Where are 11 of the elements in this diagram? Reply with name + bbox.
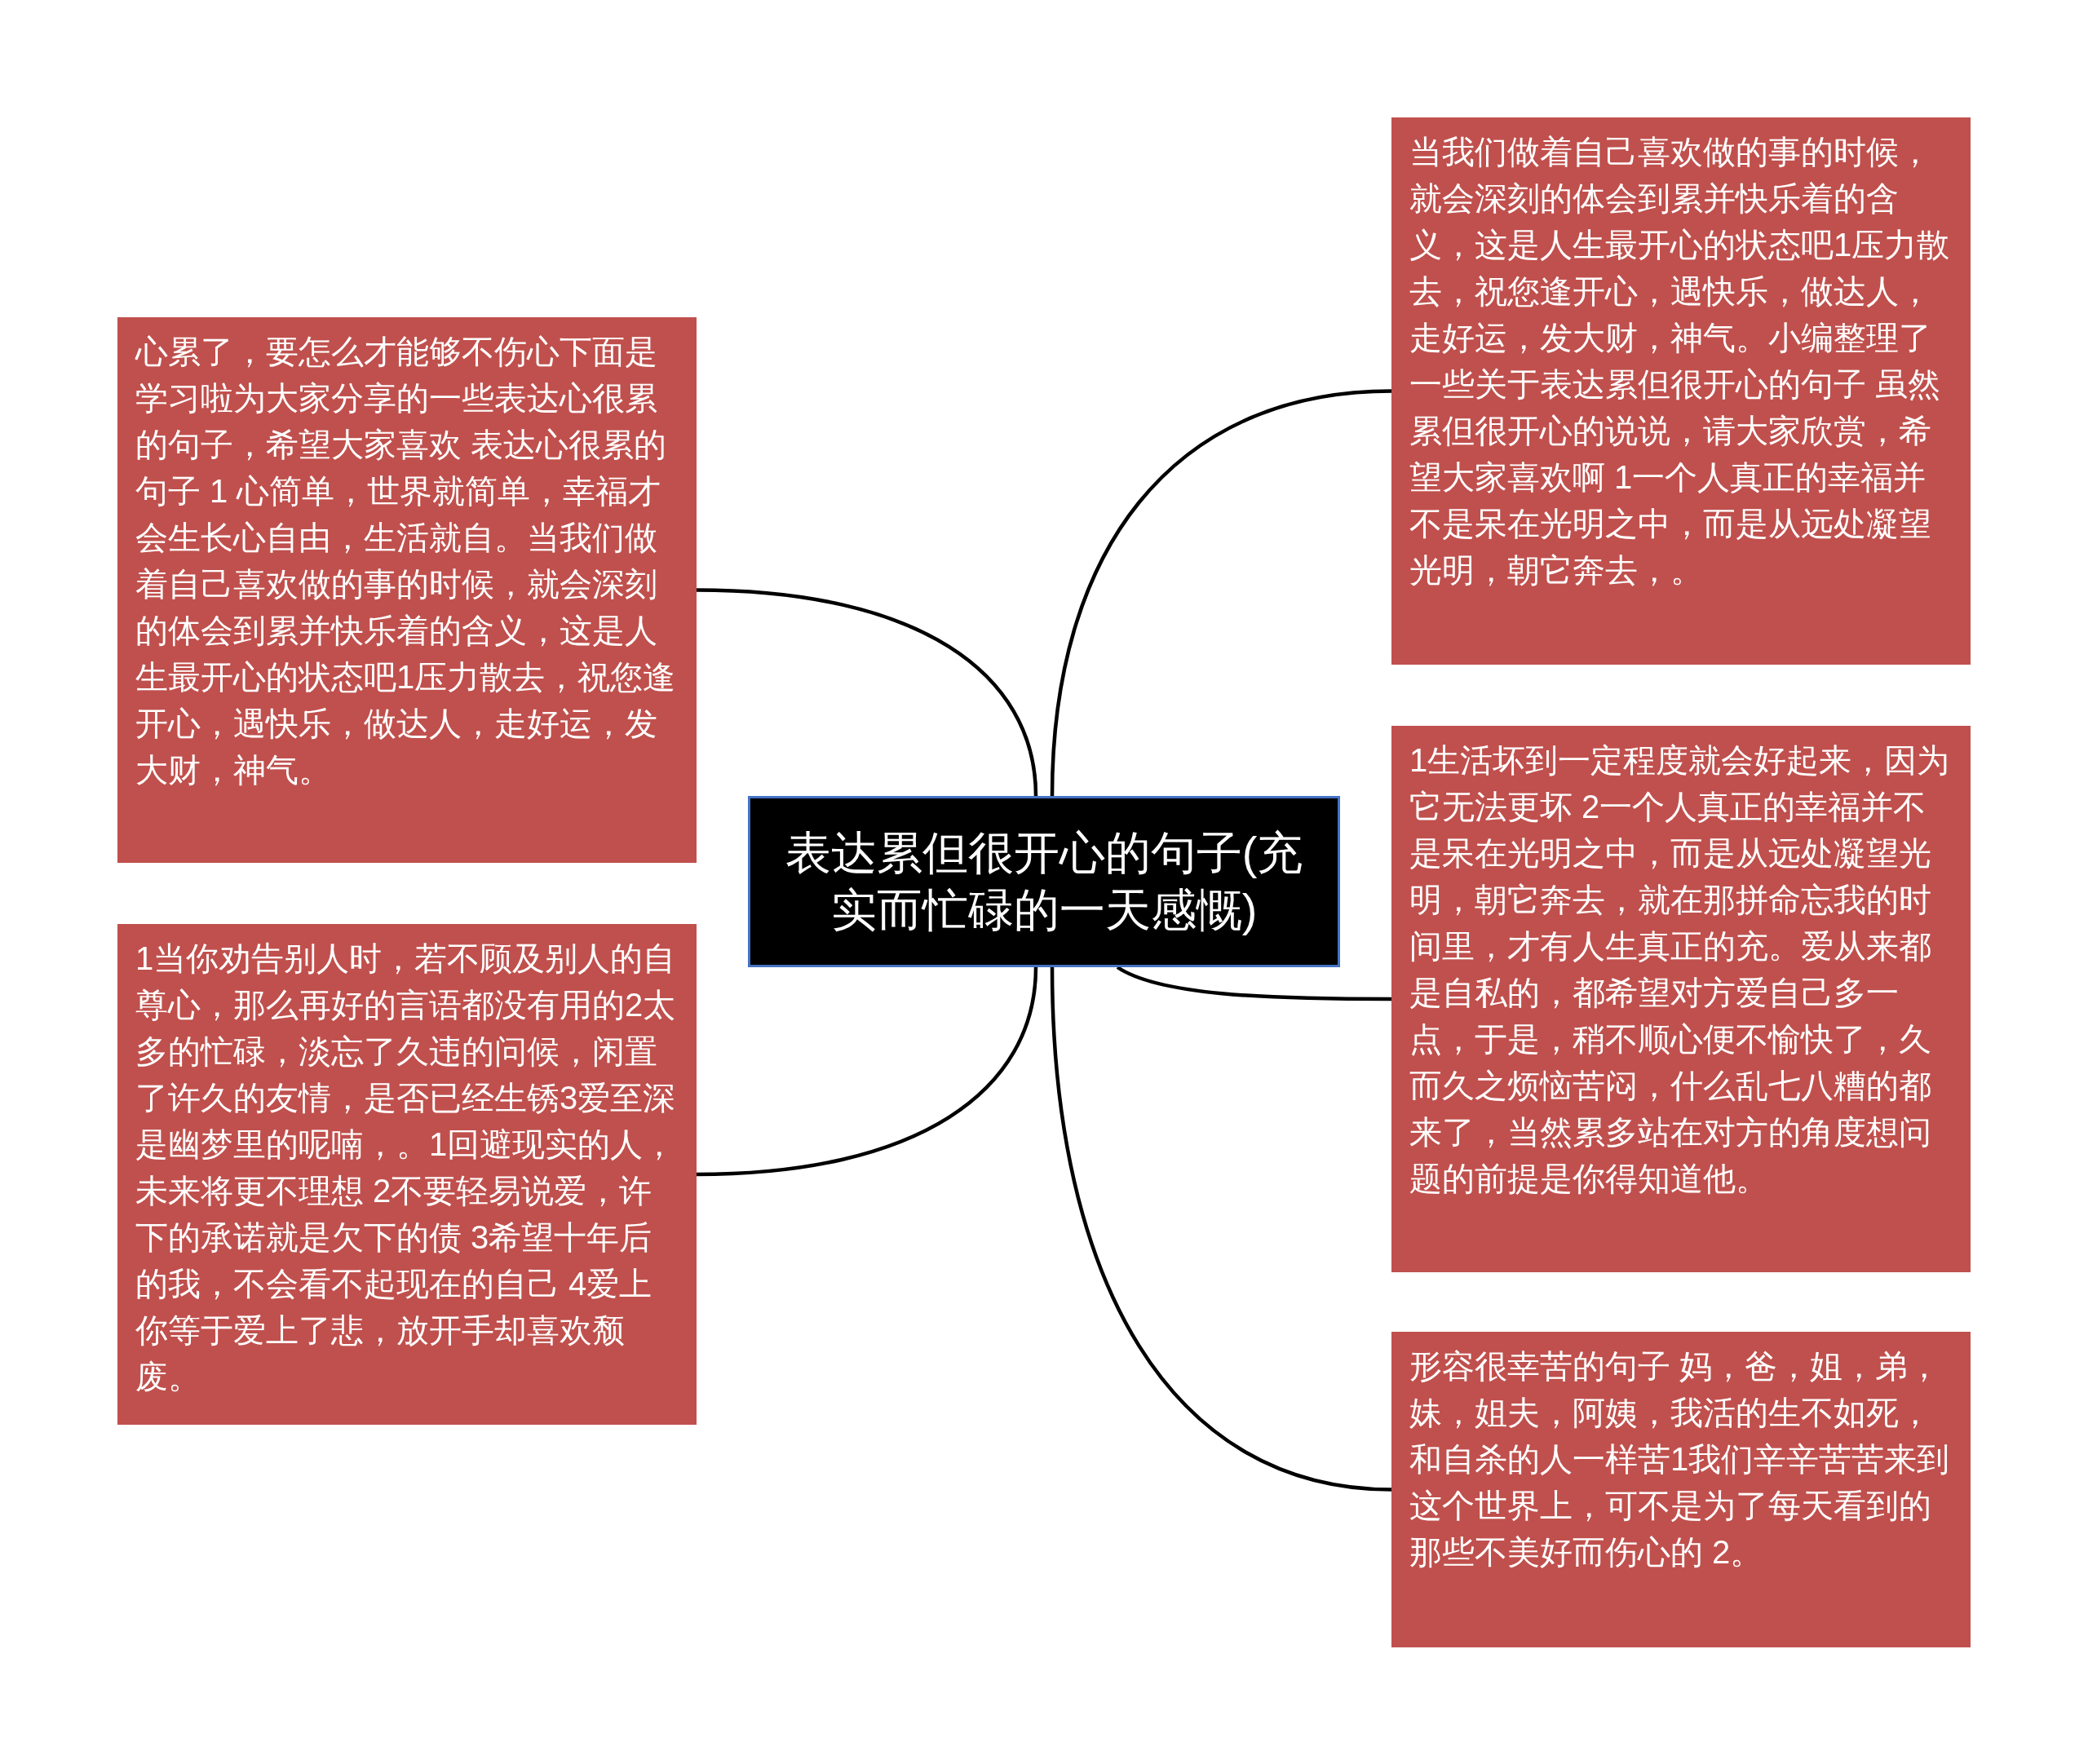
text-box: 1生活坏到一定程度就会好起来，因为它无法更坏 2一个人真正的幸福并不是呆在光明之中，而是从远处凝望光明，朝它奔去，就在那拼命忘我的时间里，才有人生真正的充。爱从来都是自私的，都希望对方爱自己多一点，于是，稍不顺心便不愉快了，久而久之烦恼苦闷，什么乱七八糟的都来了，当然累多站在对方的角度想问题的前提是你得知道他。 bbox=[1391, 726, 1971, 1272]
topic-box: 表达累但很开心的句子(充实而忙碌的一天感慨) bbox=[748, 796, 1340, 967]
text-box: 形容很幸苦的句子 妈，爸，姐，弟，妹，姐夫，阿姨，我活的生不如死，和自杀的人一样苦1我们辛辛苦苦来到这个世界上，可不是为了每天看到的那些不美好而伤心的 2。 bbox=[1391, 1332, 1971, 1647]
connector-line bbox=[1050, 966, 1392, 1492]
text-box: 心累了，要怎么才能够不伤心下面是学习啦为大家分享的一些表达心很累的句子，希望大家喜欢 表达心很累的句子 1 心简单，世界就简单，幸福才会生长心自由，生活就自。当我们做着自己喜欢做的事的时候，就会深刻的体会到累并快乐着的含义，这是人生最开心的状态吧1压力散去，祝您逢开心，遇快乐，做达人，走好运，发大财，神气。 bbox=[117, 317, 697, 863]
text-box: 1当你劝告别人时，若不顾及别人的自尊心，那么再好的言语都没有用的2太多的忙碌，淡忘了久违的问候，闲置了许久的友情，是否已经生锈3爱至深是幽梦里的呢喃，。1回避现实的人，未来将更不理想 2不要轻易说爱，许下的承诺就是欠下的债 3希望十年后的我，不会看不起现在的自己 4爱上你等于爱上了悲，放开手却喜欢颓废。 bbox=[117, 924, 697, 1425]
connector-line bbox=[1116, 966, 1391, 1001]
text-box: 当我们做着自己喜欢做的事的时候，就会深刻的体会到累并快乐着的含义，这是人生最开心的状态吧1压力散去，祝您逢开心，遇快乐，做达人，走好运，发大财，神气。小编整理了一些关于表达累但很开心的句子 虽然累但很开心的说说，请大家欣赏，希望大家喜欢啊 1一个人真正的幸福并不是呆在光明之中，而是从远处凝望光明，朝它奔去，。 bbox=[1391, 117, 1971, 665]
connector-line bbox=[696, 966, 1038, 1177]
connector-line bbox=[1050, 389, 1392, 797]
connector-line bbox=[696, 588, 1038, 797]
